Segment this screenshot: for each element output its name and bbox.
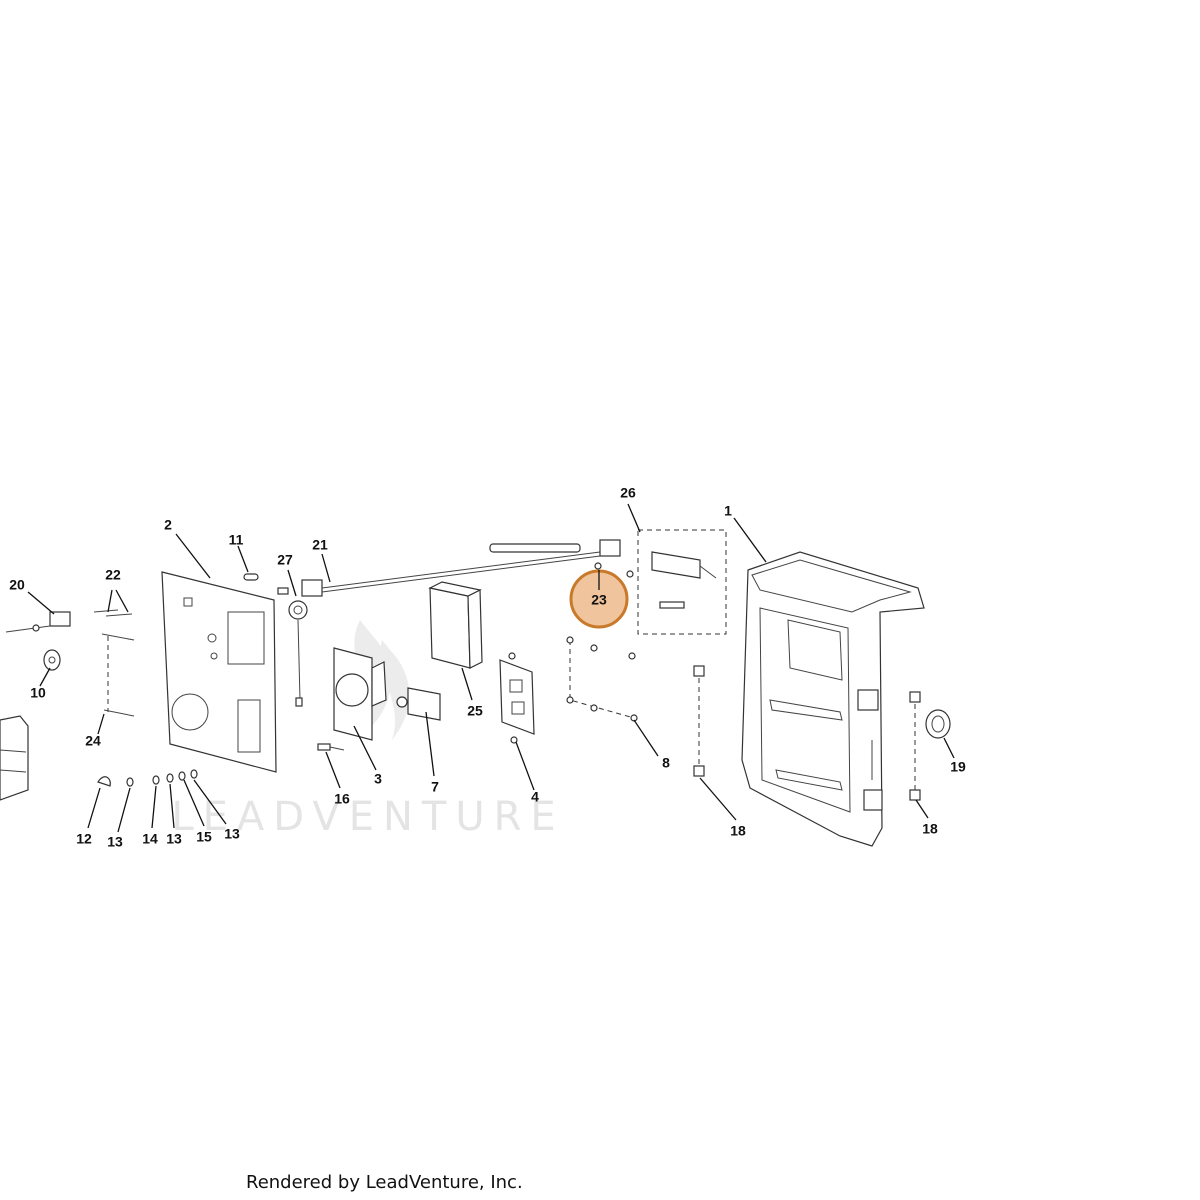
part-7-breaker[interactable] bbox=[396, 687, 441, 721]
callout-10[interactable]: 10 bbox=[30, 685, 46, 701]
callout-23[interactable]: 23 bbox=[591, 592, 607, 608]
callout-24[interactable]: 24 bbox=[85, 733, 101, 749]
callout-13-a[interactable]: 13 bbox=[107, 834, 123, 850]
part-18-clips-right[interactable] bbox=[909, 691, 921, 801]
part-18-clips-left[interactable] bbox=[693, 665, 705, 777]
part-16-screw[interactable] bbox=[317, 743, 345, 751]
part-8-screws[interactable] bbox=[566, 636, 638, 722]
callout-2[interactable]: 2 bbox=[164, 517, 172, 533]
callout-22[interactable]: 22 bbox=[105, 567, 121, 583]
callout-13-c[interactable]: 13 bbox=[224, 826, 240, 842]
callout-20[interactable]: 20 bbox=[9, 577, 25, 593]
part-21-harness[interactable] bbox=[301, 539, 621, 597]
part-27-grommet[interactable] bbox=[277, 587, 308, 707]
callout-8[interactable]: 8 bbox=[662, 755, 670, 771]
callout-16[interactable]: 16 bbox=[334, 791, 350, 807]
callout-27[interactable]: 27 bbox=[277, 552, 293, 568]
footer-credit: Rendered by LeadVenture, Inc. bbox=[246, 1172, 523, 1193]
leader-lines bbox=[27, 503, 955, 833]
callout-21[interactable]: 21 bbox=[312, 537, 328, 553]
small-hardware-row[interactable] bbox=[97, 769, 198, 787]
part-1-housing[interactable] bbox=[741, 551, 925, 847]
part-19-plug[interactable] bbox=[925, 709, 951, 739]
part-22-screws[interactable] bbox=[93, 609, 133, 617]
callout-7[interactable]: 7 bbox=[431, 779, 439, 795]
part-26-kit[interactable] bbox=[637, 529, 727, 635]
part-2-panel-plate[interactable] bbox=[161, 571, 277, 773]
watermark-text: LEADVENTURE bbox=[171, 794, 564, 840]
part-housing-fragment-left bbox=[0, 715, 29, 801]
callout-13-b[interactable]: 13 bbox=[166, 831, 182, 847]
part-25-module[interactable] bbox=[428, 581, 483, 669]
callout-14[interactable]: 14 bbox=[142, 831, 158, 847]
part-11-pin[interactable] bbox=[243, 573, 259, 581]
callout-3[interactable]: 3 bbox=[374, 771, 382, 787]
part-24-screws[interactable] bbox=[101, 633, 135, 717]
callout-11[interactable]: 11 bbox=[229, 532, 244, 548]
callout-1[interactable]: 1 bbox=[724, 503, 732, 519]
callout-15[interactable]: 15 bbox=[196, 829, 212, 845]
callout-12[interactable]: 12 bbox=[76, 831, 92, 847]
callout-26[interactable]: 26 bbox=[620, 485, 636, 501]
callout-18-b[interactable]: 18 bbox=[922, 821, 938, 837]
callout-25[interactable]: 25 bbox=[467, 703, 483, 719]
callout-19[interactable]: 19 bbox=[950, 759, 966, 775]
part-20-switch[interactable] bbox=[5, 611, 71, 633]
part-4-receptacle[interactable] bbox=[499, 652, 535, 744]
part-3-outlet[interactable] bbox=[333, 647, 387, 741]
part-10-knob[interactable] bbox=[43, 649, 61, 671]
callout-18-a[interactable]: 18 bbox=[730, 823, 746, 839]
callout-4[interactable]: 4 bbox=[531, 789, 539, 805]
